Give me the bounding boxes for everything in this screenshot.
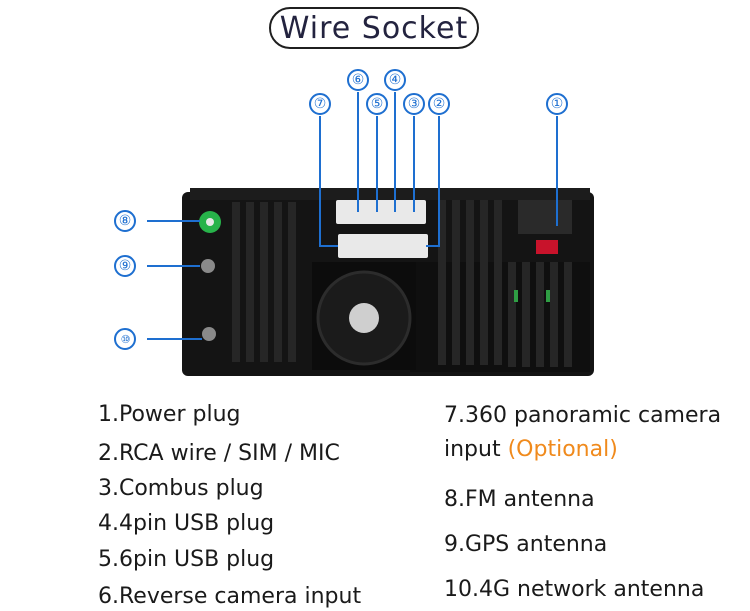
page-title: Wire Socket (279, 10, 469, 46)
head-unit-rear (182, 188, 594, 376)
optional-tag: (Optional) (507, 437, 618, 462)
legend-item-4: 4.4pin USB plug (98, 511, 275, 536)
callout-1: ① (546, 93, 568, 115)
wire-socket-diagram (147, 92, 594, 376)
title-badge: Wire Socket (269, 7, 479, 49)
callout-2: ② (428, 93, 450, 115)
callout-10: ⑩ (114, 328, 136, 350)
legend-item-7-line2: input (Optional) (444, 437, 618, 462)
legend-item-10: 10.4G network antenna (444, 577, 705, 602)
callout-8: ⑧ (114, 210, 136, 232)
callout-7: ⑦ (309, 93, 331, 115)
legend-item-7-prefix: input (444, 437, 508, 462)
callout-6: ⑥ (347, 69, 369, 91)
legend-item-7: 7.360 panoramic camera (444, 403, 722, 428)
callout-9: ⑨ (114, 255, 136, 277)
legend-item-5: 5.6pin USB plug (98, 547, 275, 572)
legend-item-6: 6.Reverse camera input (98, 584, 362, 609)
legend-item-8: 8.FM antenna (444, 487, 595, 512)
legend-item-2: 2.RCA wire / SIM / MIC (98, 441, 340, 466)
legend-item-3: 3.Combus plug (98, 476, 264, 501)
callout-3: ③ (403, 93, 425, 115)
callout-4: ④ (384, 69, 406, 91)
legend-item-9: 9.GPS antenna (444, 532, 608, 557)
leader-lines (147, 92, 558, 340)
callout-5: ⑤ (366, 93, 388, 115)
legend-item-1: 1.Power plug (98, 402, 241, 427)
